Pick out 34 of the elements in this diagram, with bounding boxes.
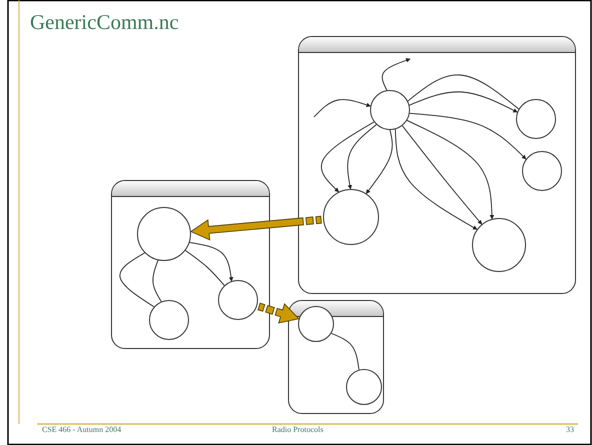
- connector: [382, 58, 411, 91]
- circle-node: [149, 300, 189, 340]
- circle-node: [346, 369, 382, 405]
- connector: [407, 74, 520, 110]
- block-arrow: [258, 302, 300, 324]
- connector: [189, 242, 234, 282]
- footer-text: Radio Protocols: [272, 425, 324, 434]
- connector: [347, 124, 377, 190]
- component-box: [298, 36, 576, 294]
- block-arrow: [190, 216, 322, 241]
- connector: [152, 260, 162, 302]
- circle-node: [370, 90, 410, 130]
- circle-node: [516, 99, 556, 139]
- footer-text: CSE 466 - Autumn 2004: [42, 425, 122, 434]
- connector: [330, 332, 360, 370]
- component-box: [111, 180, 270, 349]
- slide-title: GenericComm.nc: [30, 10, 179, 35]
- circle-node: [218, 280, 258, 320]
- connector: [119, 252, 154, 308]
- footer-text: 33: [566, 425, 574, 434]
- circle-node: [298, 306, 334, 342]
- component-box: [288, 300, 384, 414]
- connector: [406, 120, 494, 220]
- circle-node: [472, 218, 526, 272]
- connector: [394, 128, 478, 230]
- connector: [402, 125, 482, 225]
- circle-node: [137, 207, 191, 261]
- connector: [320, 122, 374, 192]
- connector: [409, 112, 526, 160]
- connector: [314, 99, 371, 118]
- circle-node: [522, 151, 562, 191]
- connector: [408, 91, 518, 113]
- connector: [366, 130, 393, 194]
- connector: [184, 250, 225, 286]
